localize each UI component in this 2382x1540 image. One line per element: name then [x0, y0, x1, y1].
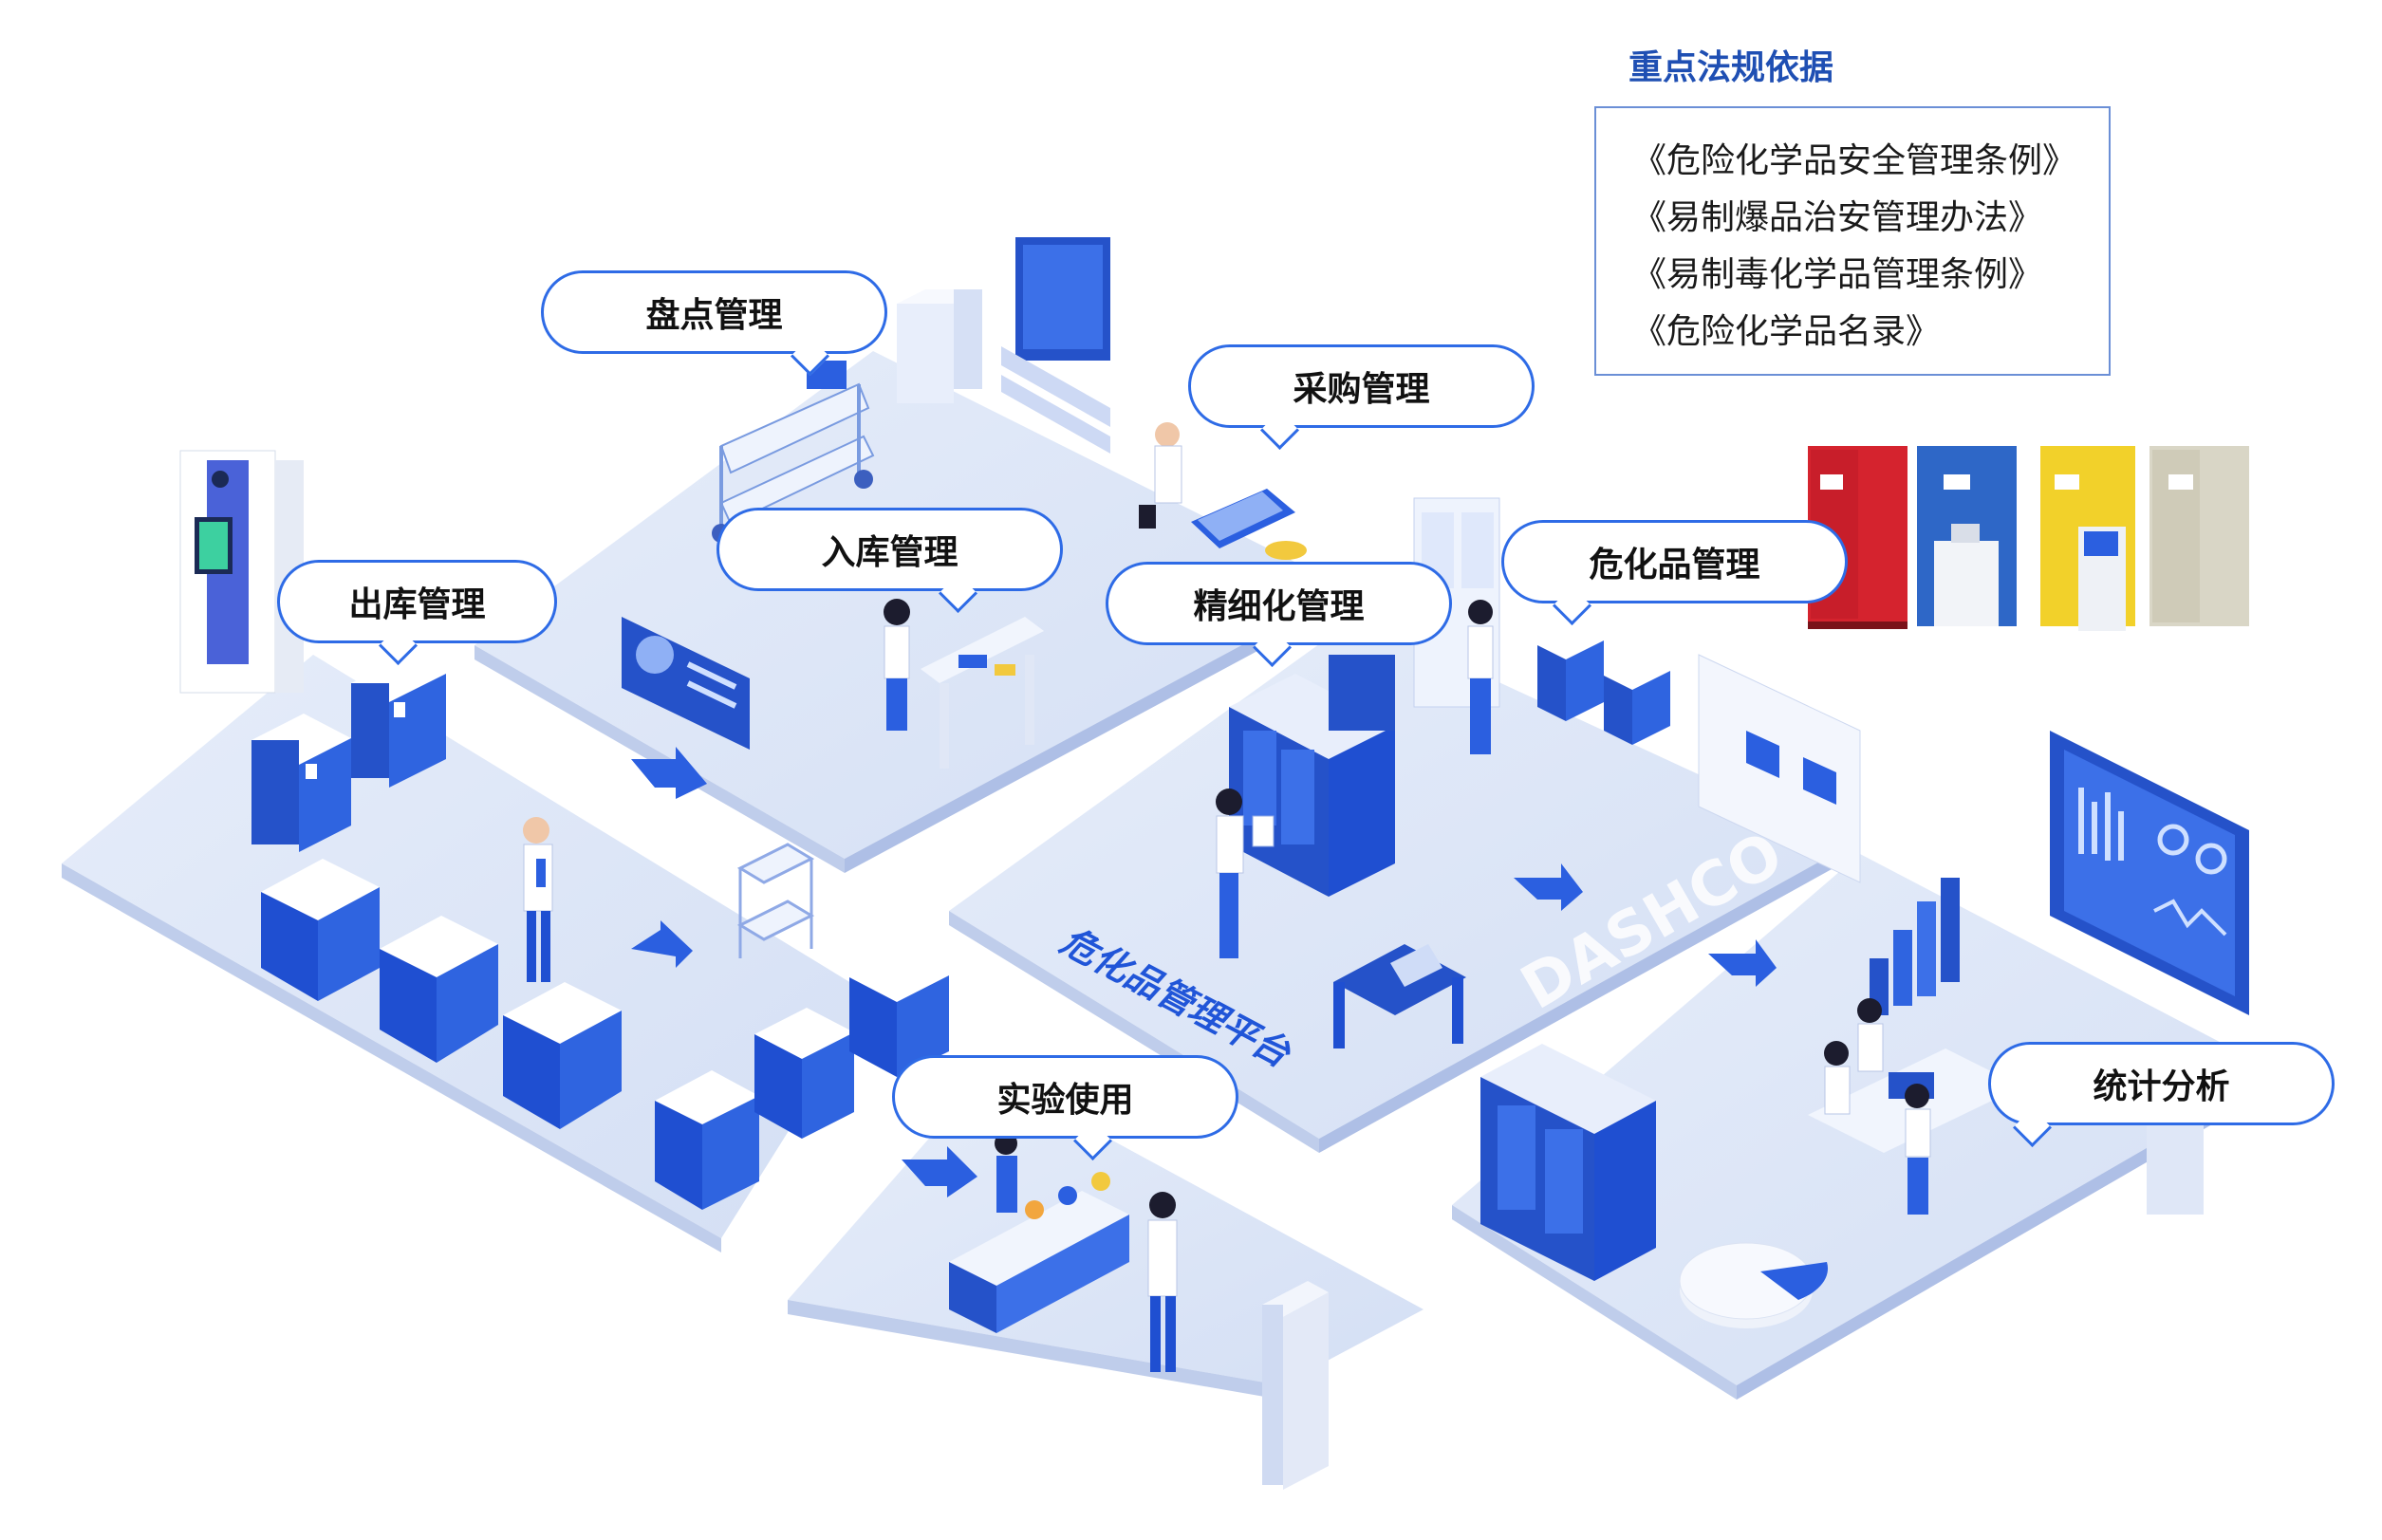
bubble-refined: 精细化管理 [1106, 562, 1452, 645]
bubble-refined-label: 精细化管理 [1193, 587, 1365, 626]
bubble-outbound-label: 出库管理 [348, 585, 486, 624]
regulation-item: 《危险化学品安全管理条例》 [1632, 141, 2077, 180]
pillar-bottom [1262, 1281, 1329, 1490]
flow-arrow-icon [631, 747, 1777, 1197]
warning-panels [1698, 654, 1861, 883]
person-clipboard [1216, 600, 1494, 958]
regulation-item: 《易制爆品治安管理办法》 [1632, 198, 2043, 237]
laptop-desk [1333, 944, 1466, 1048]
smart-terminal [179, 450, 304, 694]
storage-crates [261, 859, 949, 1210]
bubble-outbound: 出库管理 [277, 560, 557, 643]
regulation-item: 《危险化学品名录》 [1632, 312, 1941, 351]
person-doctor [523, 817, 553, 982]
bubble-experiment-label: 实验使用 [996, 1081, 1134, 1120]
server-cabinet [1480, 1044, 1656, 1281]
bubble-inventory: 盘点管理 [541, 270, 887, 354]
storage-cabinets [251, 655, 446, 852]
lab-cart [712, 361, 875, 543]
cabinet-blue [1917, 446, 2017, 626]
bubble-inbound: 入库管理 [716, 508, 1063, 591]
bubble-hazmat-label: 危化品管理 [1589, 546, 1760, 584]
trolley-rack [736, 843, 815, 958]
pie-chart-icon [1679, 1242, 1829, 1328]
bubble-procurement-label: 采购管理 [1293, 370, 1430, 409]
bubble-statistics-label: 统计分析 [2093, 1067, 2230, 1106]
person-calculator [1139, 422, 1307, 560]
regulations-list: 《危险化学品安全管理条例》 《易制爆品治安管理办法》 《易制毒化学品管理条例》 … [1594, 106, 2111, 376]
bubble-inbound-label: 入库管理 [821, 533, 958, 572]
analysts-team [1808, 998, 2021, 1215]
bubble-experiment: 实验使用 [892, 1055, 1238, 1139]
person-desk [884, 599, 1044, 769]
bubble-inventory-label: 盘点管理 [645, 296, 783, 335]
hazmat-locker [1229, 674, 1395, 897]
bubble-procurement: 采购管理 [1188, 344, 1535, 428]
bubble-statistics: 统计分析 [1988, 1042, 2335, 1125]
monitor-board [1001, 237, 1110, 454]
regulation-item: 《易制毒化学品管理条例》 [1632, 255, 2043, 294]
lab-bench [949, 1172, 1129, 1333]
dashboard-screen [2050, 731, 2249, 1015]
regulations-title: 重点法规依据 [1628, 48, 1834, 87]
id-card-panel [622, 617, 750, 750]
cabinet-beige [2149, 446, 2249, 626]
cabinet-yellow [2040, 446, 2135, 631]
shelf-unit [897, 289, 982, 403]
hazmat-bins [1537, 626, 1670, 745]
bubble-hazmat: 危化品管理 [1501, 520, 1848, 603]
